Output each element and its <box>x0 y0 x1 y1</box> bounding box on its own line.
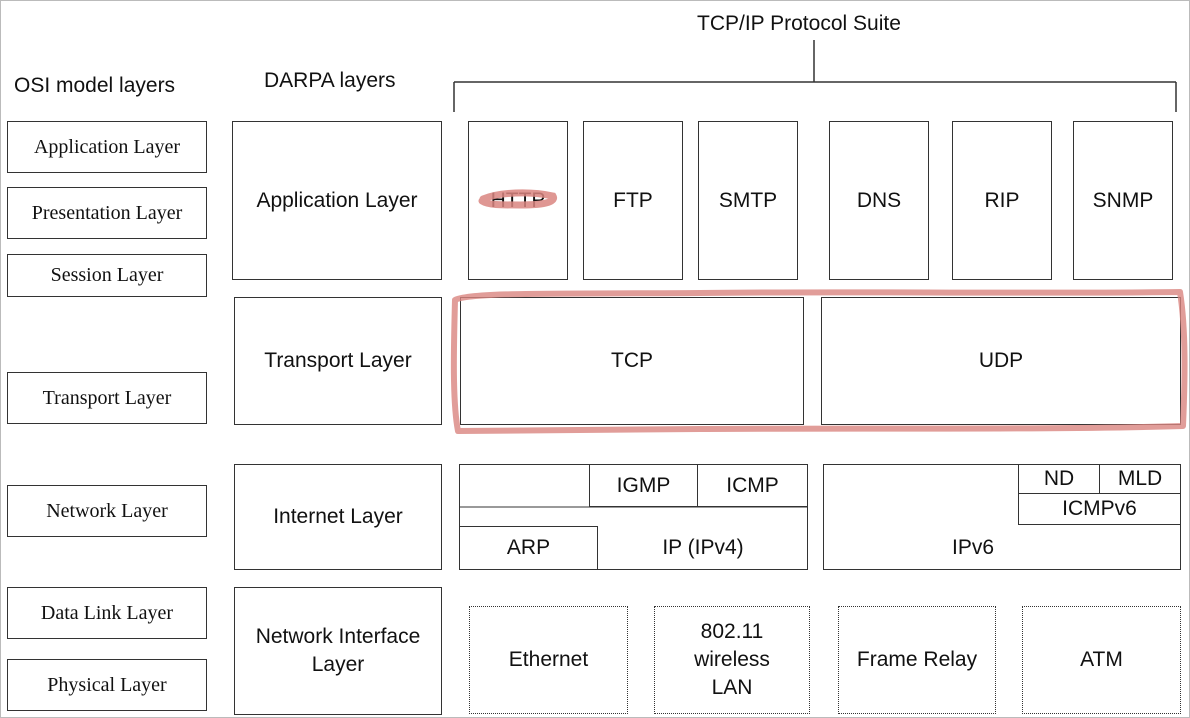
protocol-ipv4: IP (IPv4) <box>662 536 744 559</box>
protocol-udp: UDP <box>821 297 1181 425</box>
protocol-tcp: TCP <box>460 297 804 425</box>
darpa-heading: DARPA layers <box>264 69 396 92</box>
protocol-ipv6: IPv6 <box>951 536 995 559</box>
protocol-arp: ARP <box>459 526 598 570</box>
protocol-mld: MLD <box>1099 464 1181 494</box>
osi-network-layer: Network Layer <box>7 485 207 537</box>
osi-data-link-layer: Data Link Layer <box>7 587 207 639</box>
wireless-line-1: 802.11 <box>700 620 764 643</box>
protocol-rip: RIP <box>952 121 1052 280</box>
http-label: HTTP <box>490 188 546 212</box>
darpa-application-layer: Application Layer <box>232 121 442 280</box>
protocol-http: HTTP <box>468 121 568 280</box>
osi-application-layer: Application Layer <box>7 121 207 173</box>
osi-physical-layer: Physical Layer <box>7 659 207 711</box>
darpa-internet-layer: Internet Layer <box>234 464 442 570</box>
protocol-icmp: ICMP <box>697 464 808 507</box>
tech-wireless-lan: 802.11 wireless LAN <box>654 606 810 714</box>
tech-ethernet: Ethernet <box>469 606 628 714</box>
protocol-ftp: FTP <box>583 121 683 280</box>
osi-presentation-layer: Presentation Layer <box>7 187 207 239</box>
protocol-snmp: SNMP <box>1073 121 1173 280</box>
osi-session-layer: Session Layer <box>7 254 207 297</box>
darpa-network-interface-layer: Network Interface Layer <box>234 587 442 715</box>
wireless-line-3: LAN <box>711 676 753 699</box>
suite-title: TCP/IP Protocol Suite <box>697 12 901 35</box>
tech-atm: ATM <box>1022 606 1181 714</box>
darpa-transport-layer: Transport Layer <box>234 297 442 425</box>
osi-transport-layer: Transport Layer <box>7 372 207 424</box>
protocol-igmp: IGMP <box>589 464 698 507</box>
protocol-dns: DNS <box>829 121 929 280</box>
tech-frame-relay: Frame Relay <box>838 606 996 714</box>
protocol-smtp: SMTP <box>698 121 798 280</box>
osi-heading: OSI model layers <box>14 74 176 97</box>
protocol-icmpv6: ICMPv6 <box>1018 493 1181 525</box>
protocol-nd: ND <box>1018 464 1100 494</box>
wireless-line-2: wireless <box>694 648 770 671</box>
